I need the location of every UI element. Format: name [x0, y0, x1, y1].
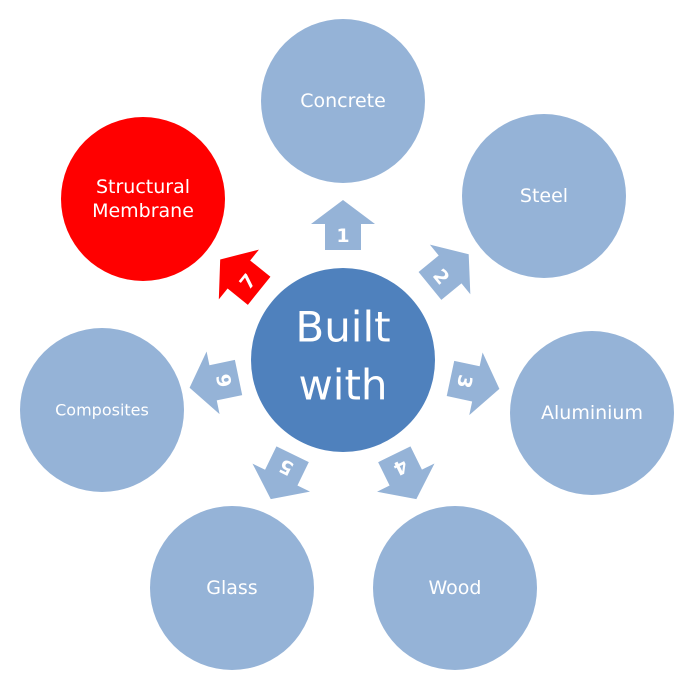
- arrow-number: 3: [452, 373, 476, 391]
- arrow-shape: [218, 249, 271, 305]
- node-label: Glass: [206, 577, 257, 599]
- node-circle: [373, 506, 537, 670]
- arrow-1: 1: [311, 200, 375, 250]
- arrow-4: 4: [377, 446, 435, 500]
- center-label-line2: with: [298, 361, 387, 410]
- center-circle: [251, 268, 435, 452]
- arrow-5: 5: [252, 446, 311, 500]
- arrow-shape: [189, 351, 243, 415]
- node-label: Aluminium: [541, 402, 643, 424]
- node-circle: [462, 114, 626, 278]
- node-label: Membrane: [92, 200, 194, 222]
- arrow-3: 3: [446, 352, 500, 416]
- arrow-6: 6: [189, 351, 243, 415]
- node-label: Composites: [55, 401, 149, 420]
- arrow-number: 1: [336, 225, 349, 247]
- node-steel: Steel: [462, 114, 626, 278]
- arrow-2: 2: [418, 244, 471, 300]
- node-concrete: Concrete: [261, 19, 425, 183]
- node-circle: [261, 19, 425, 183]
- center-hub: Built with: [251, 268, 435, 452]
- center-label-line1: Built: [295, 303, 390, 352]
- arrow-shape: [418, 244, 471, 300]
- arrow-7: 7: [218, 249, 271, 305]
- arrow-shape: [252, 446, 311, 500]
- node-aluminium: Aluminium: [510, 331, 674, 495]
- arrow-shape: [377, 446, 435, 500]
- node-composites: Composites: [20, 328, 184, 492]
- arrow-shape: [311, 200, 375, 250]
- node-circle: [510, 331, 674, 495]
- node-glass: Glass: [150, 506, 314, 670]
- arrow-shape: [446, 352, 500, 416]
- node-circle: [150, 506, 314, 670]
- node-circle: [20, 328, 184, 492]
- node-circle: [61, 117, 225, 281]
- arrows-layer: 1 2 3 4 5 6 7: [189, 200, 500, 500]
- node-label: Structural: [96, 176, 190, 198]
- arrow-number: 6: [213, 372, 237, 389]
- node-label: Steel: [520, 185, 568, 207]
- node-wood: Wood: [373, 506, 537, 670]
- node-label: Wood: [429, 577, 482, 599]
- node-label: Concrete: [300, 90, 386, 112]
